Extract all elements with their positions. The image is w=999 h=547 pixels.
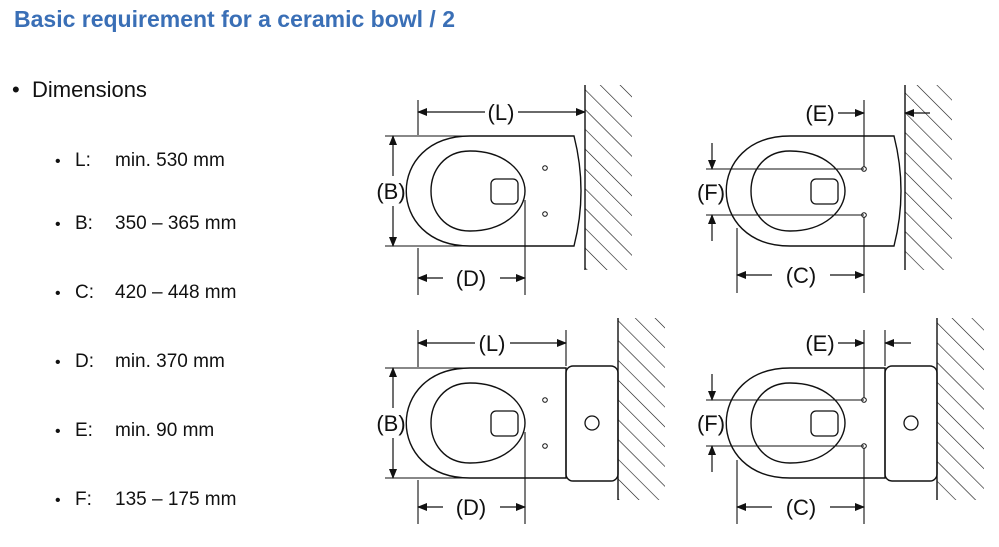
- diagram-top-left: (L) (B) (D): [376, 85, 632, 295]
- cistern: [884, 365, 938, 482]
- dimension-key: D:: [75, 351, 94, 372]
- dimension-item-f: •F:135 – 175 mm: [55, 489, 237, 510]
- cistern: [565, 365, 619, 482]
- label-c: (C): [786, 263, 817, 288]
- seat-ring: [750, 382, 846, 464]
- flush-outlet: [490, 178, 519, 205]
- label-f: (F): [697, 180, 725, 205]
- dimension-key: L:: [75, 150, 91, 171]
- heading-text: Dimensions: [32, 77, 147, 102]
- dimension-item-d: •D:min. 370 mm: [55, 351, 225, 372]
- dimension-value: 350 – 365 mm: [115, 213, 237, 234]
- label-f: (F): [697, 411, 725, 436]
- cistern-button: [903, 415, 919, 431]
- diagram-top-right: (E) (F) (C): [697, 85, 952, 293]
- seat-ring: [750, 150, 846, 232]
- flush-outlet: [810, 178, 839, 205]
- label-c: (C): [786, 495, 817, 520]
- label-l: (L): [488, 100, 515, 125]
- dimension-item-e: •E:min. 90 mm: [55, 420, 215, 441]
- bowl-outline: [725, 367, 886, 479]
- dimension-value: min. 530 mm: [115, 150, 225, 171]
- label-b: (B): [376, 411, 405, 436]
- wall-hatch: [585, 85, 632, 270]
- wall-hatch: [937, 318, 984, 500]
- label-e: (E): [805, 331, 834, 356]
- seat-ring: [430, 150, 526, 232]
- diagram-bottom-left: (L) (B) (D): [376, 318, 665, 524]
- dimension-value: 420 – 448 mm: [115, 282, 237, 303]
- dimension-item-l: •L:min. 530 mm: [55, 150, 225, 171]
- bowl-outline: [405, 135, 582, 247]
- dimension-value: min. 370 mm: [115, 351, 225, 372]
- dimension-item-c: •C:420 – 448 mm: [55, 282, 237, 303]
- dimension-key: C:: [75, 282, 94, 303]
- label-d: (D): [456, 495, 487, 520]
- label-e: (E): [805, 101, 834, 126]
- flush-outlet: [810, 410, 839, 437]
- dimension-value: 135 – 175 mm: [115, 489, 237, 510]
- heading-bullet: •: [12, 77, 20, 102]
- dimension-key: F:: [75, 489, 92, 510]
- dimension-key: B:: [75, 213, 93, 234]
- label-b: (B): [376, 179, 405, 204]
- label-d: (D): [456, 266, 487, 291]
- dimensions-heading: • Dimensions: [12, 77, 147, 103]
- dimension-item-b: •B:350 – 365 mm: [55, 213, 237, 234]
- wall-hatch: [618, 318, 665, 500]
- page-title: Basic requirement for a ceramic bowl / 2: [14, 6, 455, 32]
- label-l: (L): [479, 331, 506, 356]
- dimension-value: min. 90 mm: [115, 420, 215, 441]
- cistern-button: [584, 415, 600, 431]
- bowl-outline: [725, 135, 902, 247]
- dimension-key: E:: [75, 420, 93, 441]
- diagram-bottom-right: (E) (F) (C): [697, 318, 984, 524]
- flush-outlet: [490, 410, 519, 437]
- seat-ring: [430, 382, 526, 464]
